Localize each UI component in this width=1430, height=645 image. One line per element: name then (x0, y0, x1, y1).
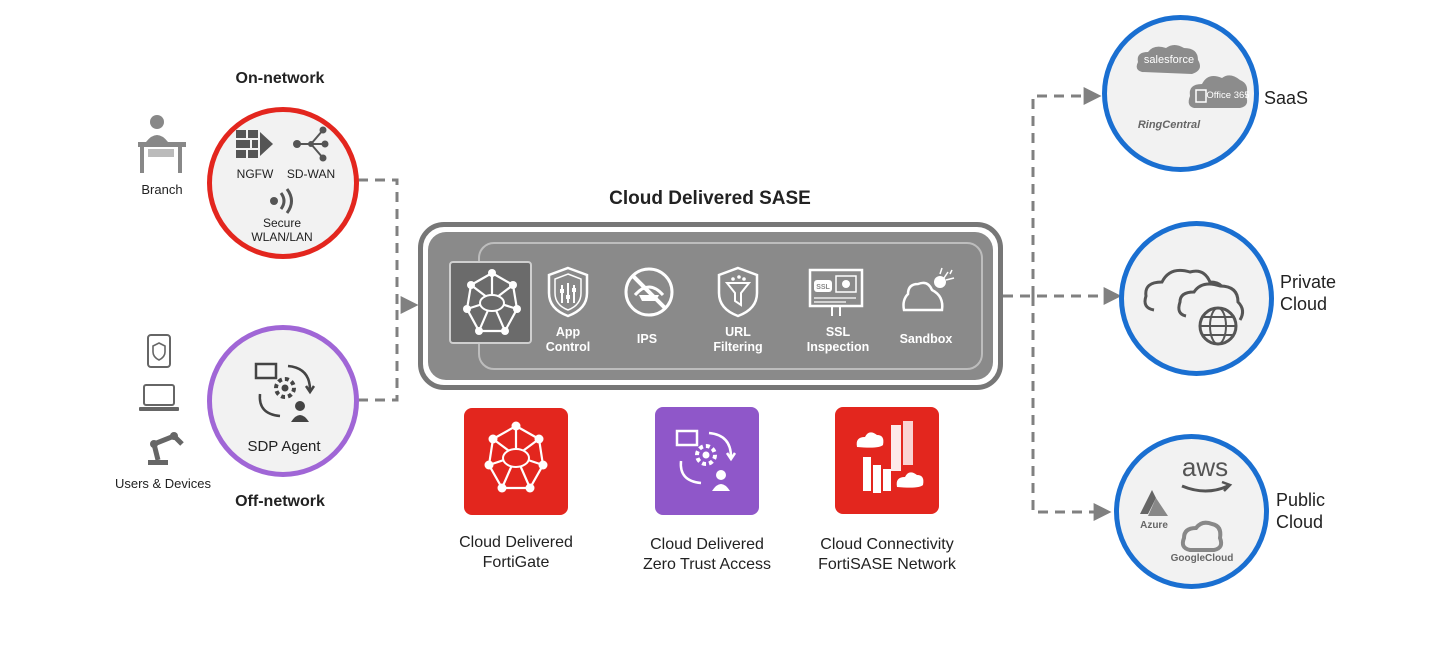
secure-label-1: Secure (262, 216, 302, 230)
saas-label: SaaS (1264, 88, 1309, 108)
secure-label-2: WLAN/LAN (251, 230, 313, 244)
public-cloud-connector (1031, 296, 1112, 521)
branch-label: Branch (141, 182, 183, 197)
salesforce-logo: salesforce (1134, 42, 1204, 80)
office365-text: Office 365 (1206, 90, 1250, 101)
on-network-circle (207, 107, 359, 259)
robot-arm-icon (140, 428, 188, 466)
app-control-label-2: Control (545, 340, 591, 354)
sdp-agent-icon (250, 358, 320, 428)
off-network-title: Off-network (235, 493, 325, 510)
url-filtering-icon (713, 265, 763, 319)
azure-logo-icon (1134, 488, 1174, 520)
mobile-device-icon (146, 334, 172, 368)
aws-text: aws (1181, 452, 1229, 482)
saas-connector (1031, 87, 1102, 296)
ngfw-label: NGFW (236, 167, 274, 181)
fortisase-tile-label-2: FortiSASE Network (818, 556, 956, 573)
laptop-icon (138, 383, 180, 413)
on-network-title: On-network (235, 70, 325, 87)
public-cloud-circle (1114, 434, 1269, 589)
office365-logo: Office 365 (1186, 70, 1250, 112)
ips-icon (622, 265, 676, 319)
app-control-label-1: App (555, 325, 581, 339)
salesforce-text: salesforce (1143, 54, 1195, 66)
wireless-icon (268, 186, 300, 216)
zero-trust-tile-label-1: Cloud Delivered (650, 536, 764, 553)
ringcentral-logo: RingCentral (1137, 119, 1201, 131)
fortisase-network-tile (835, 407, 939, 514)
zero-trust-tile-label-2: Zero Trust Access (642, 556, 772, 573)
public-cloud-label-1: Public (1276, 490, 1326, 510)
private-cloud-label-1: Private (1280, 272, 1337, 292)
fortigate-tile-label-2: FortiGate (482, 554, 550, 571)
on-network-connector (358, 178, 419, 314)
private-cloud-icon (1140, 258, 1250, 348)
app-control-icon (543, 265, 593, 319)
url-filtering-label-1: URL (725, 325, 751, 339)
sandbox-icon (898, 266, 956, 318)
url-filtering-label-2: Filtering (713, 340, 763, 354)
public-cloud-label-2: Cloud (1276, 512, 1324, 532)
ngfw-icon (235, 128, 275, 162)
ssl-inspection-label-2: Inspection (806, 340, 870, 354)
off-network-connector (358, 305, 399, 402)
off-network-circle (207, 325, 359, 477)
google-cloud-icon (1180, 520, 1224, 554)
private-cloud-label-2: Cloud (1280, 294, 1328, 314)
ips-label: IPS (636, 332, 658, 346)
aws-logo: aws (1172, 452, 1238, 496)
sdwan-label: SD-WAN (286, 167, 336, 181)
network-mesh-icon (484, 421, 548, 493)
cloud-datacenter-icon (856, 421, 924, 493)
sdp-agent-label: SDP Agent (247, 438, 321, 455)
zero-trust-tile (655, 407, 759, 515)
sdp-agent-icon (675, 429, 737, 491)
users-devices-label: Users & Devices (114, 476, 212, 491)
azure-label: Azure (1140, 520, 1168, 531)
fortigate-core-tile (449, 261, 532, 344)
ssl-inspection-label-1: SSL (825, 325, 851, 339)
network-mesh-icon (463, 269, 521, 335)
sase-title: Cloud Delivered SASE (609, 188, 811, 209)
fortisase-tile-label-1: Cloud Connectivity (820, 536, 954, 553)
fortigate-tile-label-1: Cloud Delivered (459, 534, 573, 551)
branch-icon (134, 112, 190, 176)
sandbox-label: Sandbox (899, 332, 953, 346)
fortigate-tile (464, 408, 568, 515)
sdwan-icon (291, 125, 329, 163)
svg-text:SSL: SSL (816, 284, 830, 291)
ssl-inspection-icon: SSL (806, 266, 866, 318)
google-cloud-label: GoogleCloud (1170, 553, 1234, 564)
